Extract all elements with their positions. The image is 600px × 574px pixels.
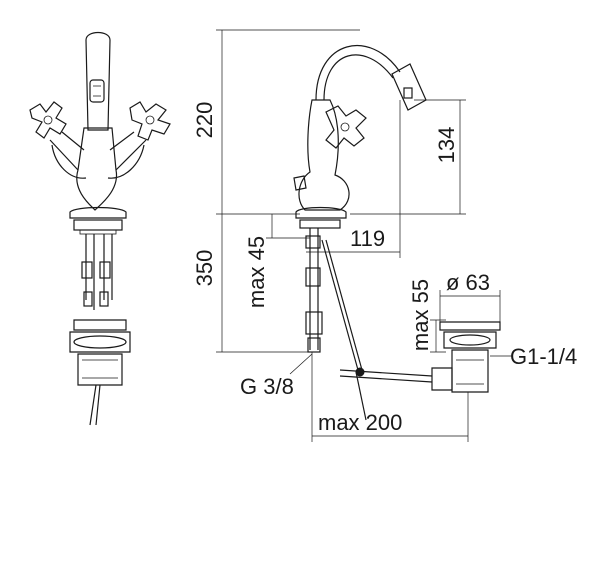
label-max-200: max 200 [318, 410, 402, 435]
label-350: 350 [192, 250, 217, 287]
label-220: 220 [192, 102, 217, 139]
front-view-base-and-pipes [69, 206, 127, 310]
side-view-waste [321, 239, 501, 421]
label-max-55: max 55 [408, 279, 433, 351]
dimension-lines [216, 29, 512, 442]
front-view-waste [69, 319, 131, 426]
label-119: 119 [350, 226, 385, 251]
label-g-3-8: G 3/8 [240, 374, 294, 399]
label-g1-1-4: G1-1/4 [510, 344, 577, 369]
side-view-mixer [293, 45, 427, 353]
dimension-labels: 220 134 350 max 45 119 max 55 ø 63 G1-1/… [192, 102, 577, 435]
label-diameter-63: ø 63 [446, 270, 490, 295]
right-cross-handle [129, 101, 171, 141]
left-cross-handle [29, 101, 67, 139]
label-max-45: max 45 [244, 236, 269, 308]
front-view-mixer [49, 31, 147, 211]
label-134: 134 [434, 127, 459, 164]
